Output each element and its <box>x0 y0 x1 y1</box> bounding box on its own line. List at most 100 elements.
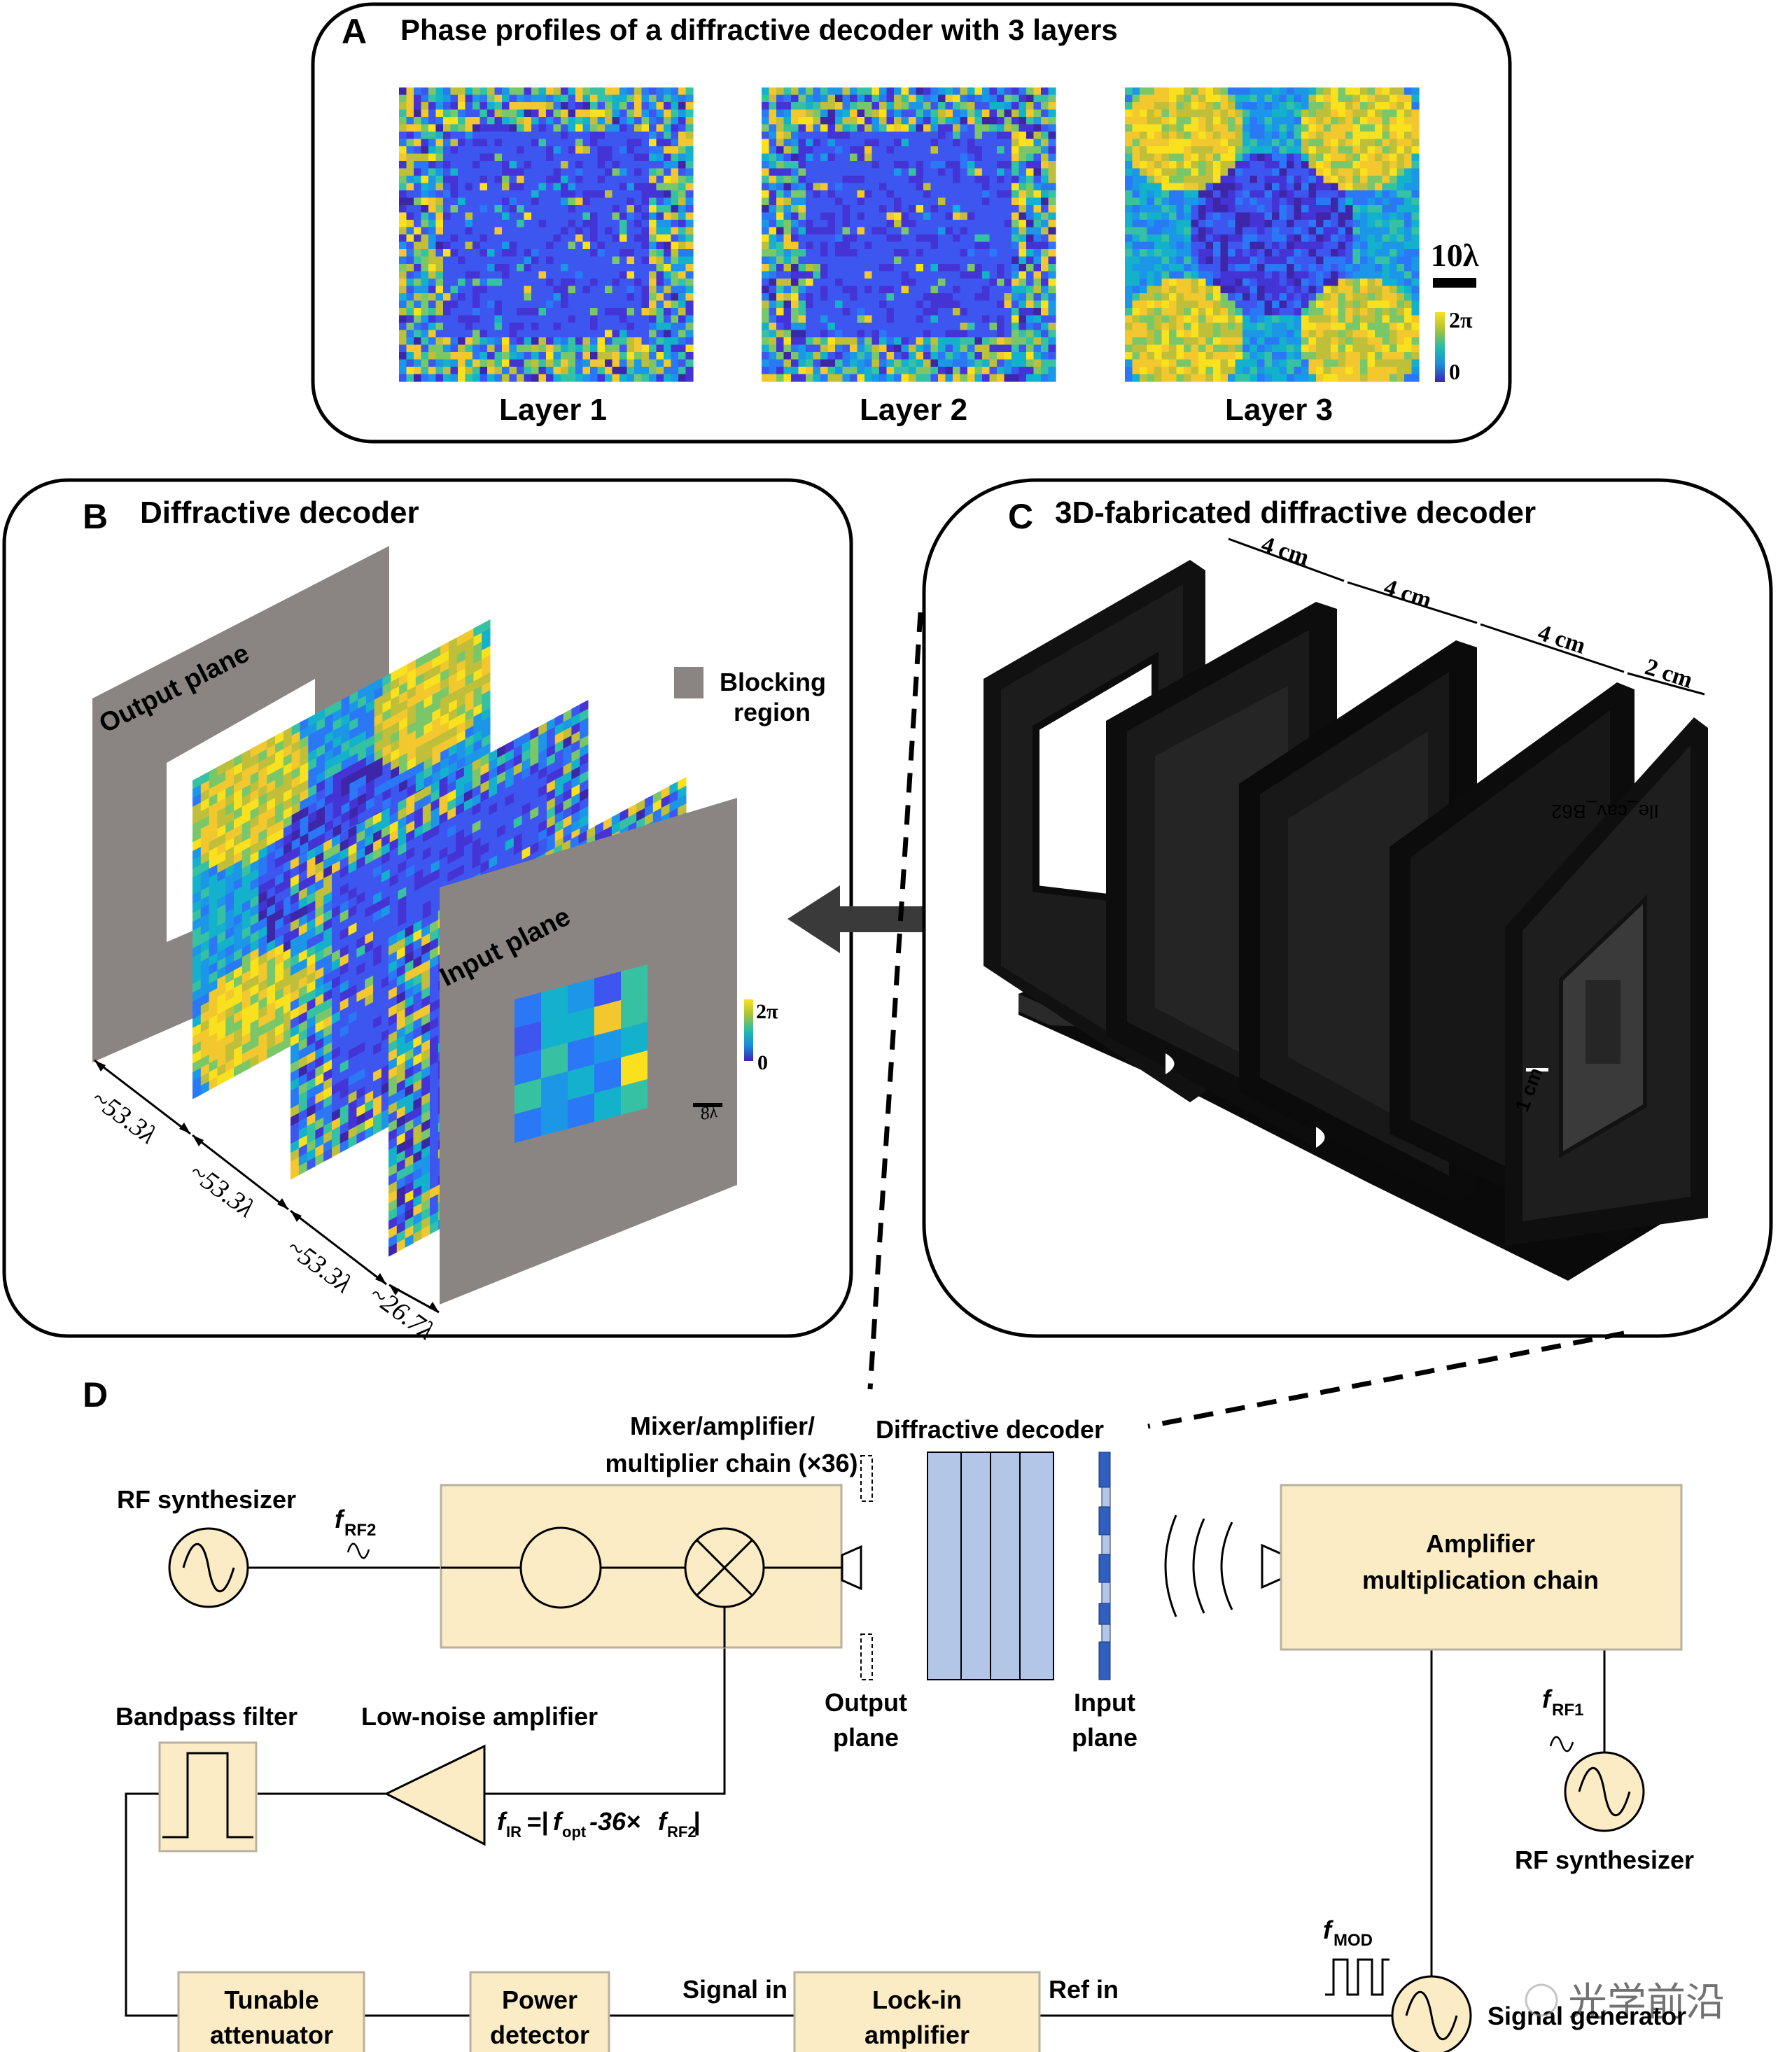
mixer-chain-label-1: Mixer/amplifier/ <box>630 1412 815 1440</box>
input-pattern-grid <box>514 964 648 1143</box>
blocking-region-swatch <box>674 667 704 698</box>
f-rf1-f: f <box>1542 1685 1553 1713</box>
amplifier-chain-box <box>1280 1484 1683 1651</box>
f-ir-sub-opt: opt <box>562 1823 587 1841</box>
mixer-chain-box <box>440 1484 843 1649</box>
panel-a-title: Phase profiles of a diffractive decoder … <box>400 13 1118 46</box>
panel-b-title: Diffractive decoder <box>140 496 419 530</box>
power-label-1: Power <box>502 1986 578 2014</box>
printed-holder-photo: Ile_cav_B62 1 cm <box>983 560 1708 1281</box>
lockin-label-2: amplifier <box>864 2021 969 2049</box>
phase-map-layer-2 <box>762 87 1056 382</box>
tunable-label-2: attenuator <box>210 2021 333 2049</box>
bandpass-label: Bandpass filter <box>115 1702 298 1731</box>
panel-c-title: 3D-fabricated diffractive decoder <box>1055 496 1536 530</box>
layer-2-label: Layer 2 <box>860 393 967 427</box>
f-ir-close: | <box>693 1807 700 1836</box>
sine-icon <box>182 1543 235 1592</box>
colorbar-b <box>744 999 753 1061</box>
colorbar-a <box>1435 312 1445 382</box>
output-plane-label-1: Output <box>825 1688 907 1717</box>
panel-d-letter: D <box>83 1375 108 1414</box>
f-rf2-f: f <box>335 1505 345 1533</box>
signal-generator-label: Signal generator <box>1488 2002 1686 2030</box>
horn-antenna-right <box>1261 1543 1282 1589</box>
panel-c: C 3D-fabricated diffractive decoder 4 cm… <box>922 478 1773 1338</box>
output-plane-label-2: plane <box>833 1723 899 1752</box>
f-ir-f: f <box>497 1807 507 1836</box>
input-plane-label-2: plane <box>1072 1723 1138 1752</box>
legend-region: region <box>734 698 811 726</box>
power-label-2: detector <box>490 2021 589 2049</box>
scale-bar-b-label: 8λ <box>699 1101 719 1124</box>
power-detector-box <box>469 1971 610 2052</box>
legend-blocking: Blocking <box>720 668 826 696</box>
phase-map-layer-3 <box>1125 87 1420 382</box>
phase-map-layer-1 <box>399 87 694 382</box>
amplifier-stage <box>519 1526 602 1609</box>
c-to-b-arrow <box>788 885 976 953</box>
f-ir-sub-rf2: RF2 <box>667 1823 696 1841</box>
low-noise-amplifier <box>384 1744 486 1846</box>
dimension-lines <box>1228 537 1705 696</box>
panel-b: B Diffractive decoder Output plane Input… <box>2 478 976 1346</box>
f-rf1-sub: RF1 <box>1552 1701 1583 1720</box>
f-ir-sub-a: IR <box>506 1823 522 1841</box>
engraved-label: Ile_cav_B62 <box>1551 801 1659 822</box>
panel-b-letter: B <box>83 497 108 536</box>
f-rf2-sub: RF2 <box>344 1521 376 1540</box>
wavefront-arcs <box>1164 1515 1233 1617</box>
ref-in-label: Ref in <box>1049 1975 1119 2004</box>
output-plane-bottom <box>860 1633 873 1680</box>
colorbar-b-min: 0 <box>757 1051 768 1074</box>
panel-a: A Phase profiles of a diffractive decode… <box>311 2 1512 444</box>
f-ir-mid: -36× <box>589 1807 640 1836</box>
small-sine-icon <box>346 1542 370 1559</box>
colorbar-a-max: 2π <box>1449 307 1473 332</box>
f-ir-eq: =| <box>526 1807 548 1836</box>
rf-synth-right-label: RF synthesizer <box>1515 1846 1694 1874</box>
output-plane-top <box>860 1455 873 1502</box>
decoder-label: Diffractive decoder <box>876 1415 1104 1444</box>
panel-d: D RF synthesizer f RF2 Mixer/amplifier/ … <box>83 1375 1725 2052</box>
layer-3-label: Layer 3 <box>1225 393 1333 427</box>
tunable-attenuator-box <box>177 1971 365 2052</box>
amp-chain-label-1: Amplifier <box>1426 1529 1535 1558</box>
scale-bar-c <box>1526 1068 1548 1071</box>
lna-label: Low-noise amplifier <box>361 1702 598 1731</box>
signal-in-label: Signal in <box>682 1975 788 2004</box>
bandpass-shape-icon <box>162 1752 253 1839</box>
amp-chain-label-2: multiplication chain <box>1362 1566 1599 1594</box>
watermark: 光学前沿 <box>1525 1980 1725 2024</box>
layer-1-label: Layer 1 <box>499 393 607 427</box>
bandpass-filter-box <box>158 1741 258 1853</box>
small-sine-icon-rf1 <box>1549 1736 1574 1752</box>
lockin-label-1: Lock-in <box>872 1986 962 2014</box>
watermark-text: 光学前沿 <box>1568 1980 1725 2024</box>
horn-antenna-left <box>841 1545 862 1591</box>
dashed-connector-left <box>867 612 923 1390</box>
distance-arrowheads <box>94 1060 439 1312</box>
dashed-connector-right <box>1147 1330 1625 1429</box>
decoder-stack <box>927 1452 1054 1680</box>
scale-bar-a <box>1433 278 1476 288</box>
tunable-label-1: Tunable <box>224 1986 318 2014</box>
panel-c-letter: C <box>1008 497 1033 536</box>
square-wave-icon <box>1325 1958 1390 1996</box>
f-ir-f3: f <box>658 1807 668 1836</box>
rf-synth-left-label: RF synthesizer <box>117 1485 296 1514</box>
f-ir-f2: f <box>553 1807 564 1836</box>
colorbar-b-max: 2π <box>756 1000 778 1023</box>
distance-arrows <box>94 1059 440 1314</box>
scale-bar-label-10lambda: 10λ <box>1431 237 1479 273</box>
f-mod-sub: MOD <box>1334 1931 1373 1950</box>
input-plane-label-1: Input <box>1074 1688 1135 1717</box>
wechat-icon <box>1525 1983 1558 2017</box>
mixer-chain-label-2: multiplier chain (×36) <box>605 1449 858 1477</box>
panel-a-letter: A <box>342 12 367 51</box>
lock-in-amplifier-box <box>793 1971 1041 2052</box>
input-plane-bar <box>1098 1452 1111 1680</box>
colorbar-a-min: 0 <box>1449 359 1460 384</box>
scale-bar-b <box>693 1103 722 1107</box>
